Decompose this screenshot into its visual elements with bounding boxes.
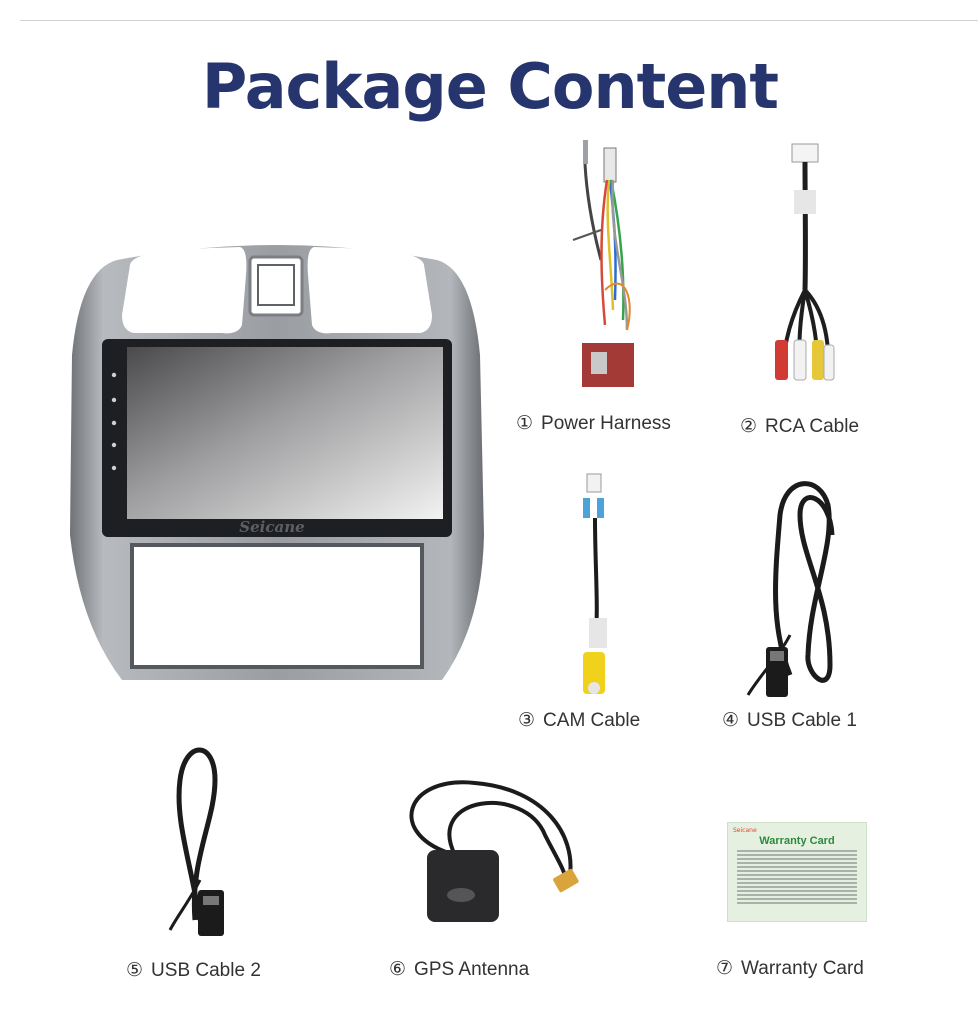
head-unit-image: Seicane xyxy=(70,245,484,680)
top-divider xyxy=(20,20,978,21)
power-harness-image xyxy=(572,140,634,387)
rca-cable-image xyxy=(775,143,835,381)
gps-antenna-image xyxy=(409,780,579,922)
cam-cable-image xyxy=(583,473,607,694)
warranty-card-title: Warranty Card xyxy=(759,835,835,847)
usb-cable-1-image xyxy=(746,481,835,697)
usb-cable-2-image xyxy=(168,747,224,936)
warranty-card-brand: Seicane xyxy=(733,827,757,834)
page-title: Package Content xyxy=(201,50,779,123)
device-brand-text: Seicane xyxy=(239,518,304,536)
warranty-card-image: Seicane Warranty Card xyxy=(727,822,867,922)
